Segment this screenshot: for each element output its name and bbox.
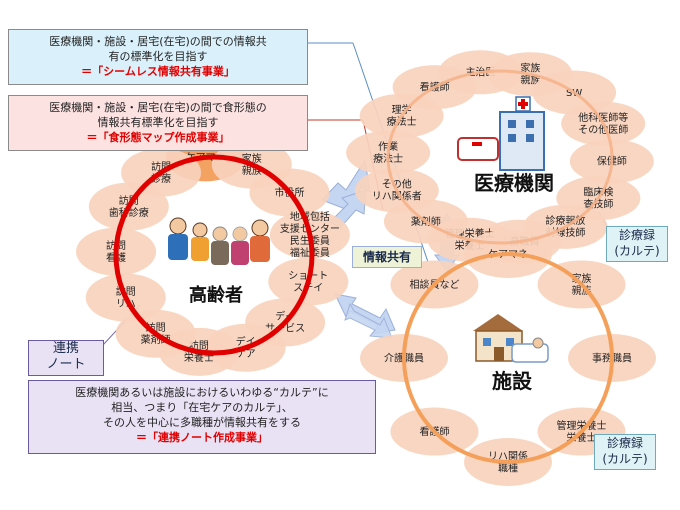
facility-ring bbox=[402, 252, 614, 464]
seamless-info-line: 医療機関・施設・居宅(在宅)の間での情報共 bbox=[49, 35, 267, 48]
renkei-note-line: 医療機関あるいは施設におけるいわゆる“カルテ”に bbox=[75, 386, 329, 399]
facility-role-label: リハ関係職種 bbox=[488, 450, 528, 474]
renkei-note-title: 連携 ノート bbox=[28, 340, 104, 376]
elderly-figure-group bbox=[168, 217, 270, 265]
facility-building-icon bbox=[473, 314, 549, 363]
food-map-box: 医療機関・施設・居宅(在宅)の間で食形態の 情報共有標準化を目指す ＝「食形態マ… bbox=[8, 95, 308, 151]
seamless-info-line: 有の標準化を目指す bbox=[108, 50, 208, 63]
hospital-role-label: その他リハ関係者 bbox=[372, 178, 422, 203]
hospital-karte-label: 診療録 (カルテ) bbox=[606, 226, 668, 262]
elderly-ring bbox=[113, 154, 315, 356]
food-map-highlight: ＝「食形態マップ作成事業」 bbox=[86, 131, 230, 144]
food-map-line: 情報共有標準化を目指す bbox=[97, 116, 219, 129]
arrow-from-facility bbox=[344, 302, 393, 339]
hospital-hub-title: 医療機関 bbox=[474, 171, 554, 195]
seamless-info-box: 医療機関・施設・居宅(在宅)の間での情報共 有の標準化を目指す ＝「シームレス情… bbox=[8, 29, 308, 85]
renkei-note-highlight: ＝「連携ノート作成事業」 bbox=[136, 431, 268, 444]
renkei-note-line: その人を中心に多職種が情報共有をする bbox=[103, 416, 301, 429]
hospital-building-icon bbox=[457, 96, 545, 171]
renkei-note-box: 医療機関あるいは施設におけるいわゆる“カルテ”に 相当、つまり「在宅ケアのカルテ… bbox=[28, 380, 376, 454]
hospital-role-label: 理学療法士 bbox=[387, 103, 417, 128]
facility-karte-label: 診療録 (カルテ) bbox=[594, 434, 656, 470]
hospital-ring bbox=[386, 69, 614, 245]
renkei-note-line: 相当、つまり「在宅ケアのカルテ」、 bbox=[111, 401, 293, 414]
hospital-role-label: 他科医師等その他医師 bbox=[578, 111, 628, 136]
seamless-info-highlight: ＝「シームレス情報共有事業」 bbox=[81, 65, 235, 78]
elderly-hub-title: 高齢者 bbox=[189, 285, 243, 306]
info-share-label: 情報共有 bbox=[352, 246, 422, 268]
facility-hub-title: 施設 bbox=[492, 369, 532, 393]
food-map-line: 医療機関・施設・居宅(在宅)の間で食形態の bbox=[49, 101, 267, 114]
